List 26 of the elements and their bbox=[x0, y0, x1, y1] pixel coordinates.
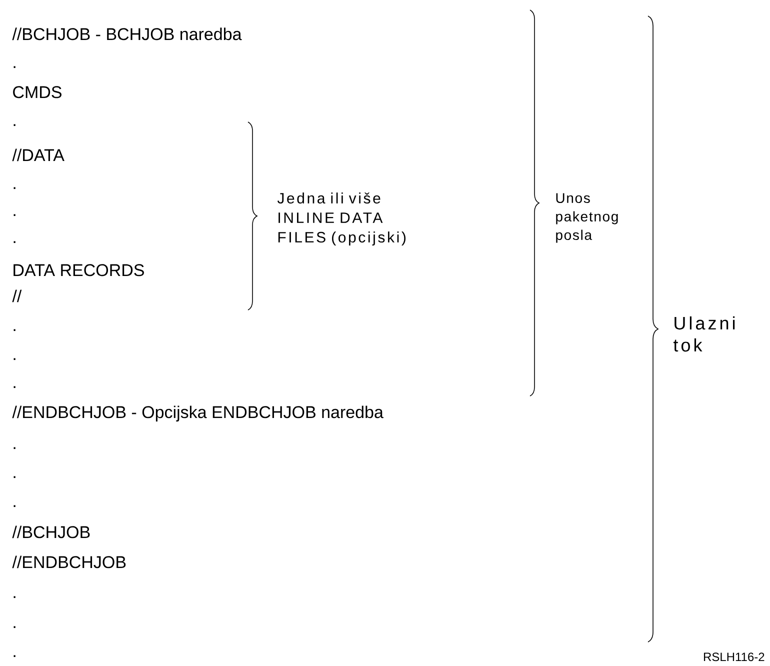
code-line: //BCHJOB - BCHJOB naredba bbox=[12, 28, 242, 40]
code-line: //BCHJOB bbox=[12, 526, 90, 538]
code-line: . bbox=[14, 66, 16, 68]
code-line: //ENDBCHJOB - Opcijska ENDBCHJOB naredba bbox=[12, 406, 384, 422]
code-line: . bbox=[14, 241, 16, 243]
code-line: . bbox=[14, 596, 16, 598]
brace-label: Jedna ili više INLINE DATA FILES (opcijski) bbox=[277, 192, 406, 246]
code-line: . bbox=[14, 187, 16, 189]
code-line: . bbox=[14, 626, 16, 628]
code-line: . bbox=[14, 329, 16, 331]
code-line: . bbox=[14, 386, 16, 388]
brace-label: Ulazni tok bbox=[673, 316, 735, 352]
code-line: CMDS bbox=[13, 86, 62, 98]
code-line: . bbox=[14, 447, 16, 449]
code-line: DATA RECORDS bbox=[14, 264, 144, 276]
code-line: . bbox=[14, 655, 16, 657]
code-line: . bbox=[14, 505, 16, 507]
code-line: . bbox=[14, 124, 16, 126]
code-line: // bbox=[12, 290, 22, 302]
code-line: //ENDBCHJOB bbox=[12, 556, 126, 568]
figure-id: RSLH116-2 bbox=[704, 652, 764, 662]
code-line: . bbox=[14, 214, 16, 216]
code-line: . bbox=[14, 476, 16, 478]
code-line: . bbox=[14, 358, 16, 360]
code-line: //DATA bbox=[12, 148, 64, 162]
brace-label: Unos paketnog posla bbox=[556, 193, 618, 243]
